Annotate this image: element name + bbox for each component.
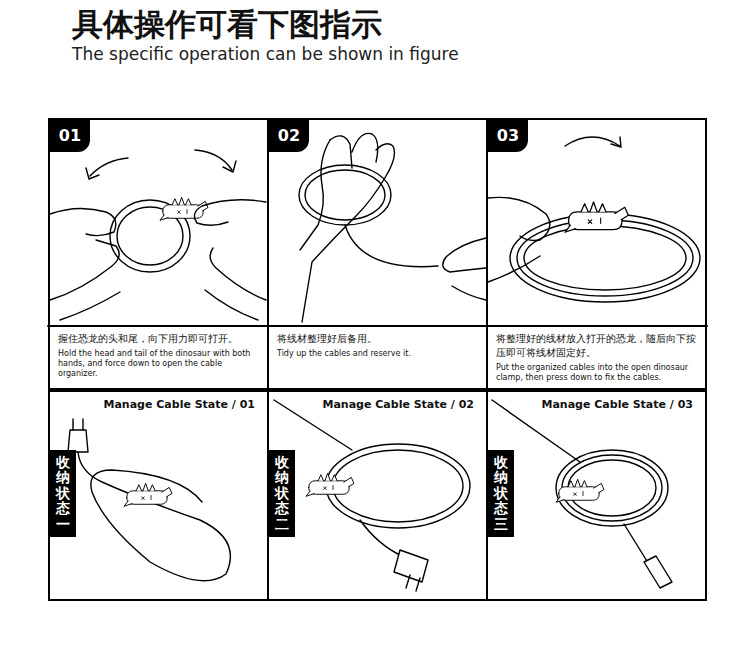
panel-divider (48, 325, 707, 327)
step-tab: 01 (50, 120, 90, 152)
state-panel: Manage Cable State / 02 收纳状态二 (267, 390, 488, 601)
cable (624, 524, 650, 566)
step-number: 03 (497, 128, 519, 144)
arrow-head (611, 137, 621, 147)
rotate-arrow (195, 150, 232, 170)
plug-pins (406, 575, 420, 591)
plug (68, 430, 88, 452)
right-hand (194, 200, 266, 320)
state-label: 收纳状态三 (494, 455, 508, 532)
instruction-zh: 将线材整理好后备用。 (277, 332, 480, 346)
instruction-en: Put the organized cables into the open d… (496, 363, 699, 383)
instruction-en: Hold the head and tail of the dinosaur w… (58, 349, 261, 379)
press-arrow (565, 137, 620, 146)
instruction-zh: 握住恐龙的头和尾，向下用力即可打开。 (58, 332, 261, 346)
coiled-cable (556, 450, 668, 526)
cable (345, 225, 438, 267)
state-label: 收纳状态二 (275, 455, 289, 532)
instruction-text: 将整理好的线材放入打开的恐龙，随后向下按压即可将线材固定好。 Put the or… (496, 332, 699, 383)
right-hand (443, 238, 486, 300)
state-band: 收纳状态三 (488, 450, 514, 537)
usb-plug (644, 556, 672, 588)
state-band: 收纳状态一 (50, 450, 76, 537)
line-art (48, 133, 707, 591)
rotate-arrow (90, 158, 128, 176)
instruction-text: 握住恐龙的头和尾，向下用力即可打开。 Hold the head and tail… (58, 332, 261, 379)
step-tab: 02 (269, 120, 309, 152)
state-band: 收纳状态二 (269, 450, 295, 537)
state-heading: Manage Cable State / 02 (322, 398, 474, 411)
cable-loop (299, 165, 391, 225)
state-heading: Manage Cable State / 01 (103, 398, 255, 411)
step-panel: 将整理好的线材放入打开的恐龙，随后向下按压即可将线材固定好。 Put the or… (486, 118, 707, 390)
dinosaur-clip (124, 483, 172, 506)
dinosaur-clip (160, 197, 208, 220)
dinosaur-clip (306, 473, 354, 496)
coiled-cable (333, 450, 463, 522)
step-panel: 将线材整理好后备用。 Tidy up the cables and reserve… (267, 118, 488, 390)
left-hand (488, 197, 550, 282)
instruction-zh: 将整理好的线材放入打开的恐龙，随后向下按压即可将线材固定好。 (496, 332, 699, 360)
instruction-en: Tidy up the cables and reserve it. (277, 349, 480, 359)
cable (78, 452, 230, 581)
step-panel: 握住恐龙的头和尾，向下用力即可打开。 Hold the head and tail… (48, 118, 269, 390)
arrow-head (86, 168, 99, 179)
left-hand (50, 208, 120, 320)
page-title: 具体操作可看下图指示 (72, 4, 382, 46)
step-tab: 03 (488, 120, 528, 152)
dinosaur-clip (565, 202, 628, 232)
coiled-cable (517, 220, 693, 296)
instruction-text: 将线材整理好后备用。 Tidy up the cables and reserve… (277, 332, 480, 359)
step-number: 01 (59, 128, 81, 144)
arrow-head (223, 161, 236, 172)
state-panel: Manage Cable State / 01 收纳状态一 (48, 390, 269, 601)
plug (394, 550, 428, 582)
cable (360, 520, 402, 556)
state-heading: Manage Cable State / 03 (541, 398, 693, 411)
state-label: 收纳状态一 (56, 455, 70, 532)
open-hand (300, 140, 330, 250)
plug-pins (73, 419, 83, 430)
subtitle: The specific operation can be shown in f… (72, 44, 459, 64)
coiled-cable (524, 226, 686, 290)
state-panel: Manage Cable State / 03 收纳状态三 (486, 390, 707, 601)
dinosaur-clip (556, 479, 604, 502)
step-number: 02 (278, 128, 300, 144)
